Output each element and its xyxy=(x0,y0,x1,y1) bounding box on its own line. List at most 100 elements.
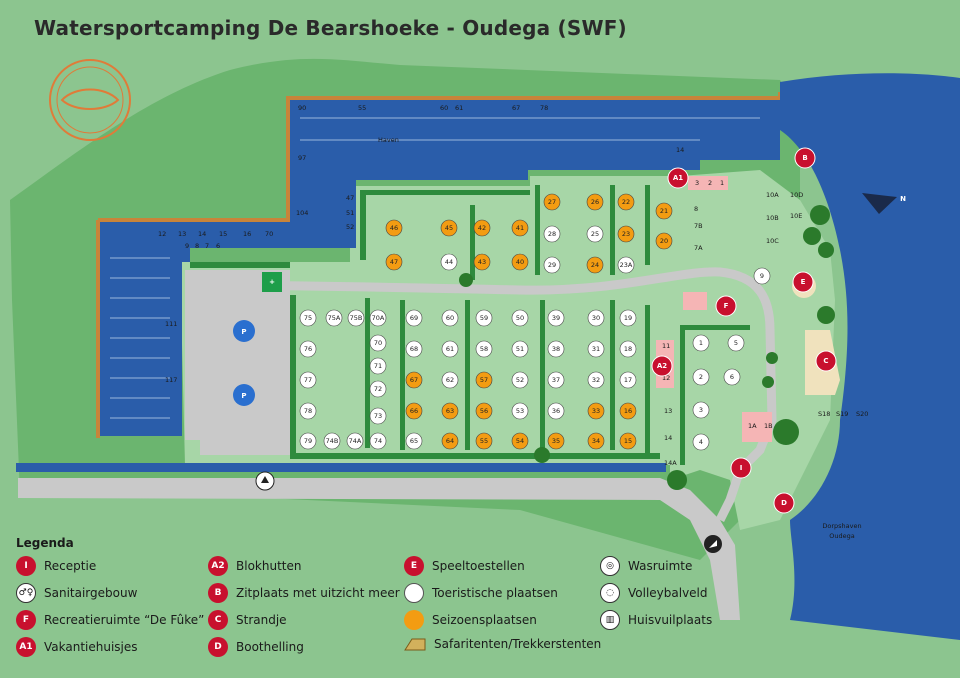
pitch[interactable]: 74 xyxy=(369,432,387,450)
pitch[interactable]: 77 xyxy=(299,371,317,389)
pitch[interactable]: 23 xyxy=(617,225,635,243)
pitch[interactable]: 1 xyxy=(692,334,710,352)
pitch[interactable]: 75B xyxy=(347,309,365,327)
facility-marker[interactable]: C xyxy=(815,350,837,372)
pitch-number: 26 xyxy=(591,198,599,206)
pitch[interactable]: 79 xyxy=(299,432,317,450)
pitch[interactable]: 54 xyxy=(511,432,529,450)
pitch[interactable]: 64 xyxy=(441,432,459,450)
pitch[interactable]: 37 xyxy=(547,371,565,389)
pitch[interactable]: 43 xyxy=(473,253,491,271)
pitch[interactable]: 72 xyxy=(369,380,387,398)
pitch[interactable]: 25 xyxy=(586,225,604,243)
pitch[interactable]: 35 xyxy=(547,432,565,450)
pitch[interactable]: 62 xyxy=(441,371,459,389)
pitch[interactable]: 76 xyxy=(299,340,317,358)
pitch[interactable]: 71 xyxy=(369,357,387,375)
pitch[interactable]: 59 xyxy=(475,309,493,327)
pitch-number: 60 xyxy=(446,314,454,322)
pitch[interactable]: 19 xyxy=(619,309,637,327)
pitch[interactable]: 28 xyxy=(543,225,561,243)
pitch[interactable]: 31 xyxy=(587,340,605,358)
pitch[interactable]: 73 xyxy=(369,407,387,425)
pitch[interactable]: 53 xyxy=(511,402,529,420)
pitch[interactable]: 75A xyxy=(325,309,343,327)
pitch[interactable]: 24 xyxy=(586,256,604,274)
parking-lot xyxy=(185,270,290,455)
pitch[interactable]: 16 xyxy=(619,402,637,420)
pitch[interactable]: 67 xyxy=(405,371,423,389)
pitch[interactable]: 3 xyxy=(692,401,710,419)
pitch[interactable]: 58 xyxy=(475,340,493,358)
pitch[interactable]: 39 xyxy=(547,309,565,327)
facility-marker[interactable]: F xyxy=(715,295,737,317)
dorpshaven-label-2: Oudega xyxy=(829,532,854,540)
facility-marker[interactable]: B xyxy=(794,147,816,169)
pitch[interactable]: 41 xyxy=(511,219,529,237)
pitch[interactable]: 22 xyxy=(617,193,635,211)
pitch[interactable]: 50 xyxy=(511,309,529,327)
facility-marker[interactable]: D xyxy=(773,492,795,514)
legend-marker-icon: A1 xyxy=(16,637,36,657)
pitch[interactable]: 66 xyxy=(405,402,423,420)
pitch[interactable]: 61 xyxy=(441,340,459,358)
pitch[interactable]: 33 xyxy=(587,402,605,420)
pitch-number: 76 xyxy=(304,345,312,353)
pitch[interactable]: 60 xyxy=(441,309,459,327)
north-arrow-icon: N xyxy=(862,193,906,214)
pitch[interactable]: 74B xyxy=(323,432,341,450)
legend-marker-icon: C xyxy=(208,610,228,630)
pitch[interactable]: 65 xyxy=(405,432,423,450)
pitch[interactable]: 26 xyxy=(586,193,604,211)
pitch[interactable]: 69 xyxy=(405,309,423,327)
pitch[interactable]: 17 xyxy=(619,371,637,389)
pitch[interactable]: 45 xyxy=(440,219,458,237)
pitch[interactable]: 2 xyxy=(692,368,710,386)
pitch[interactable]: 9 xyxy=(753,267,771,285)
pitch[interactable]: 29 xyxy=(543,256,561,274)
pitch[interactable]: 20 xyxy=(655,232,673,250)
pitch[interactable]: 75 xyxy=(299,309,317,327)
pitch[interactable]: 36 xyxy=(547,402,565,420)
pitch[interactable]: 47 xyxy=(385,253,403,271)
pitch[interactable]: 4 xyxy=(692,433,710,451)
pitch[interactable]: 42 xyxy=(473,219,491,237)
facility-marker[interactable]: A1 xyxy=(667,167,689,189)
pitch[interactable]: 18 xyxy=(619,340,637,358)
pitch[interactable]: 44 xyxy=(440,253,458,271)
pitch[interactable]: 70A xyxy=(369,309,387,327)
pitch[interactable]: 57 xyxy=(475,371,493,389)
pitch-number: 5 xyxy=(734,339,738,347)
pitch[interactable]: 63 xyxy=(441,402,459,420)
pitch[interactable]: 51 xyxy=(511,340,529,358)
facility-marker[interactable]: I xyxy=(730,457,752,479)
mooring-number: 78 xyxy=(540,104,548,112)
marker-label: F xyxy=(724,302,729,310)
toilet-icon: ♂♀ xyxy=(16,583,36,603)
pitch[interactable]: 5 xyxy=(727,334,745,352)
pitch[interactable]: 74A xyxy=(346,432,364,450)
pitch[interactable]: 55 xyxy=(475,432,493,450)
pitch[interactable]: 38 xyxy=(547,340,565,358)
pitch[interactable]: 6 xyxy=(723,368,741,386)
pitch[interactable]: 34 xyxy=(587,432,605,450)
pitch[interactable]: 30 xyxy=(587,309,605,327)
pitch[interactable]: 52 xyxy=(511,371,529,389)
pitch[interactable]: 68 xyxy=(405,340,423,358)
pitch[interactable]: 78 xyxy=(299,402,317,420)
pitch[interactable]: 56 xyxy=(475,402,493,420)
pitch[interactable]: 40 xyxy=(511,253,529,271)
pitch[interactable]: 15 xyxy=(619,432,637,450)
pitch[interactable]: 21 xyxy=(655,202,673,220)
legend-label: Boothelling xyxy=(236,640,304,654)
facility-marker[interactable]: A2 xyxy=(651,355,673,377)
pitch[interactable]: 32 xyxy=(587,371,605,389)
pitch[interactable]: 70 xyxy=(369,334,387,352)
pitch-number: 33 xyxy=(592,407,600,415)
pitch[interactable]: 27 xyxy=(543,193,561,211)
pitch[interactable]: 46 xyxy=(385,219,403,237)
pitch[interactable]: 23A xyxy=(617,256,635,274)
facility-marker[interactable]: E xyxy=(792,271,814,293)
